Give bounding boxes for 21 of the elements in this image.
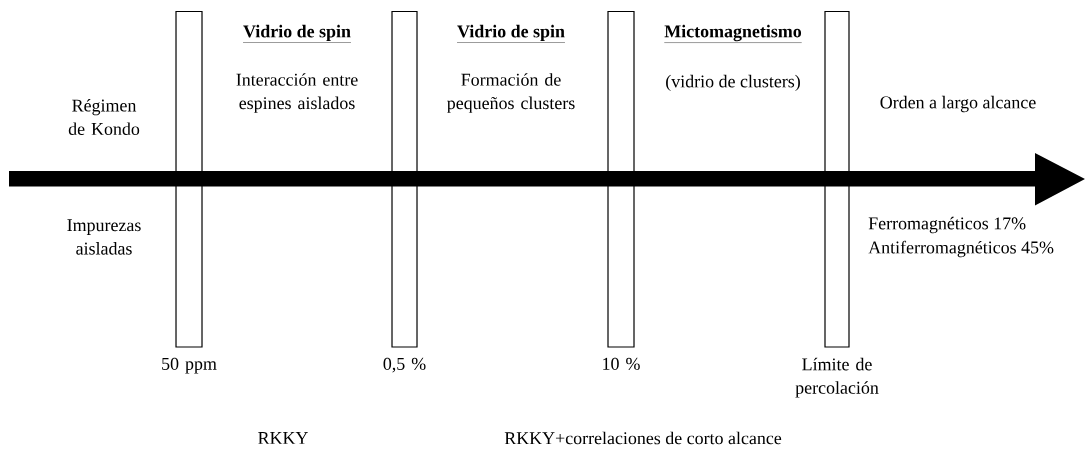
threshold-label: 10 % [603, 357, 640, 370]
annotation-text: RKKY+correlaciones de corto alcance [504, 431, 782, 445]
annotation-text: Ferromagnéticos 17% [868, 216, 1026, 234]
phase-heading: Vidrio de spin [456, 24, 566, 43]
threshold-bar [607, 10, 635, 348]
threshold-label: 50 ppm [162, 357, 217, 374]
phase-heading: Vidrio de spin [242, 24, 352, 43]
annotation-text: RKKY [258, 432, 308, 444]
threshold-bar [824, 10, 850, 348]
annotation-text: Antiferromagnéticos 45% [868, 240, 1054, 258]
annotation-text: Impurezas aisladas [67, 219, 141, 255]
threshold-bar [391, 10, 418, 348]
annotation-text: Interacción entre espines aislados [236, 73, 358, 113]
phase-heading: Mictomagnetismo [664, 24, 802, 43]
annotation-text: (vidrio de clusters) [666, 74, 800, 92]
annotation-text: Régimen de Kondo [68, 98, 140, 135]
threshold-label: Límite de percolación [795, 357, 879, 398]
threshold-bar [175, 10, 203, 348]
threshold-label: 0,5 % [383, 357, 426, 373]
annotation-text: Orden a largo alcance [880, 95, 1036, 113]
annotation-text: Formación de pequeños clusters [447, 73, 575, 113]
